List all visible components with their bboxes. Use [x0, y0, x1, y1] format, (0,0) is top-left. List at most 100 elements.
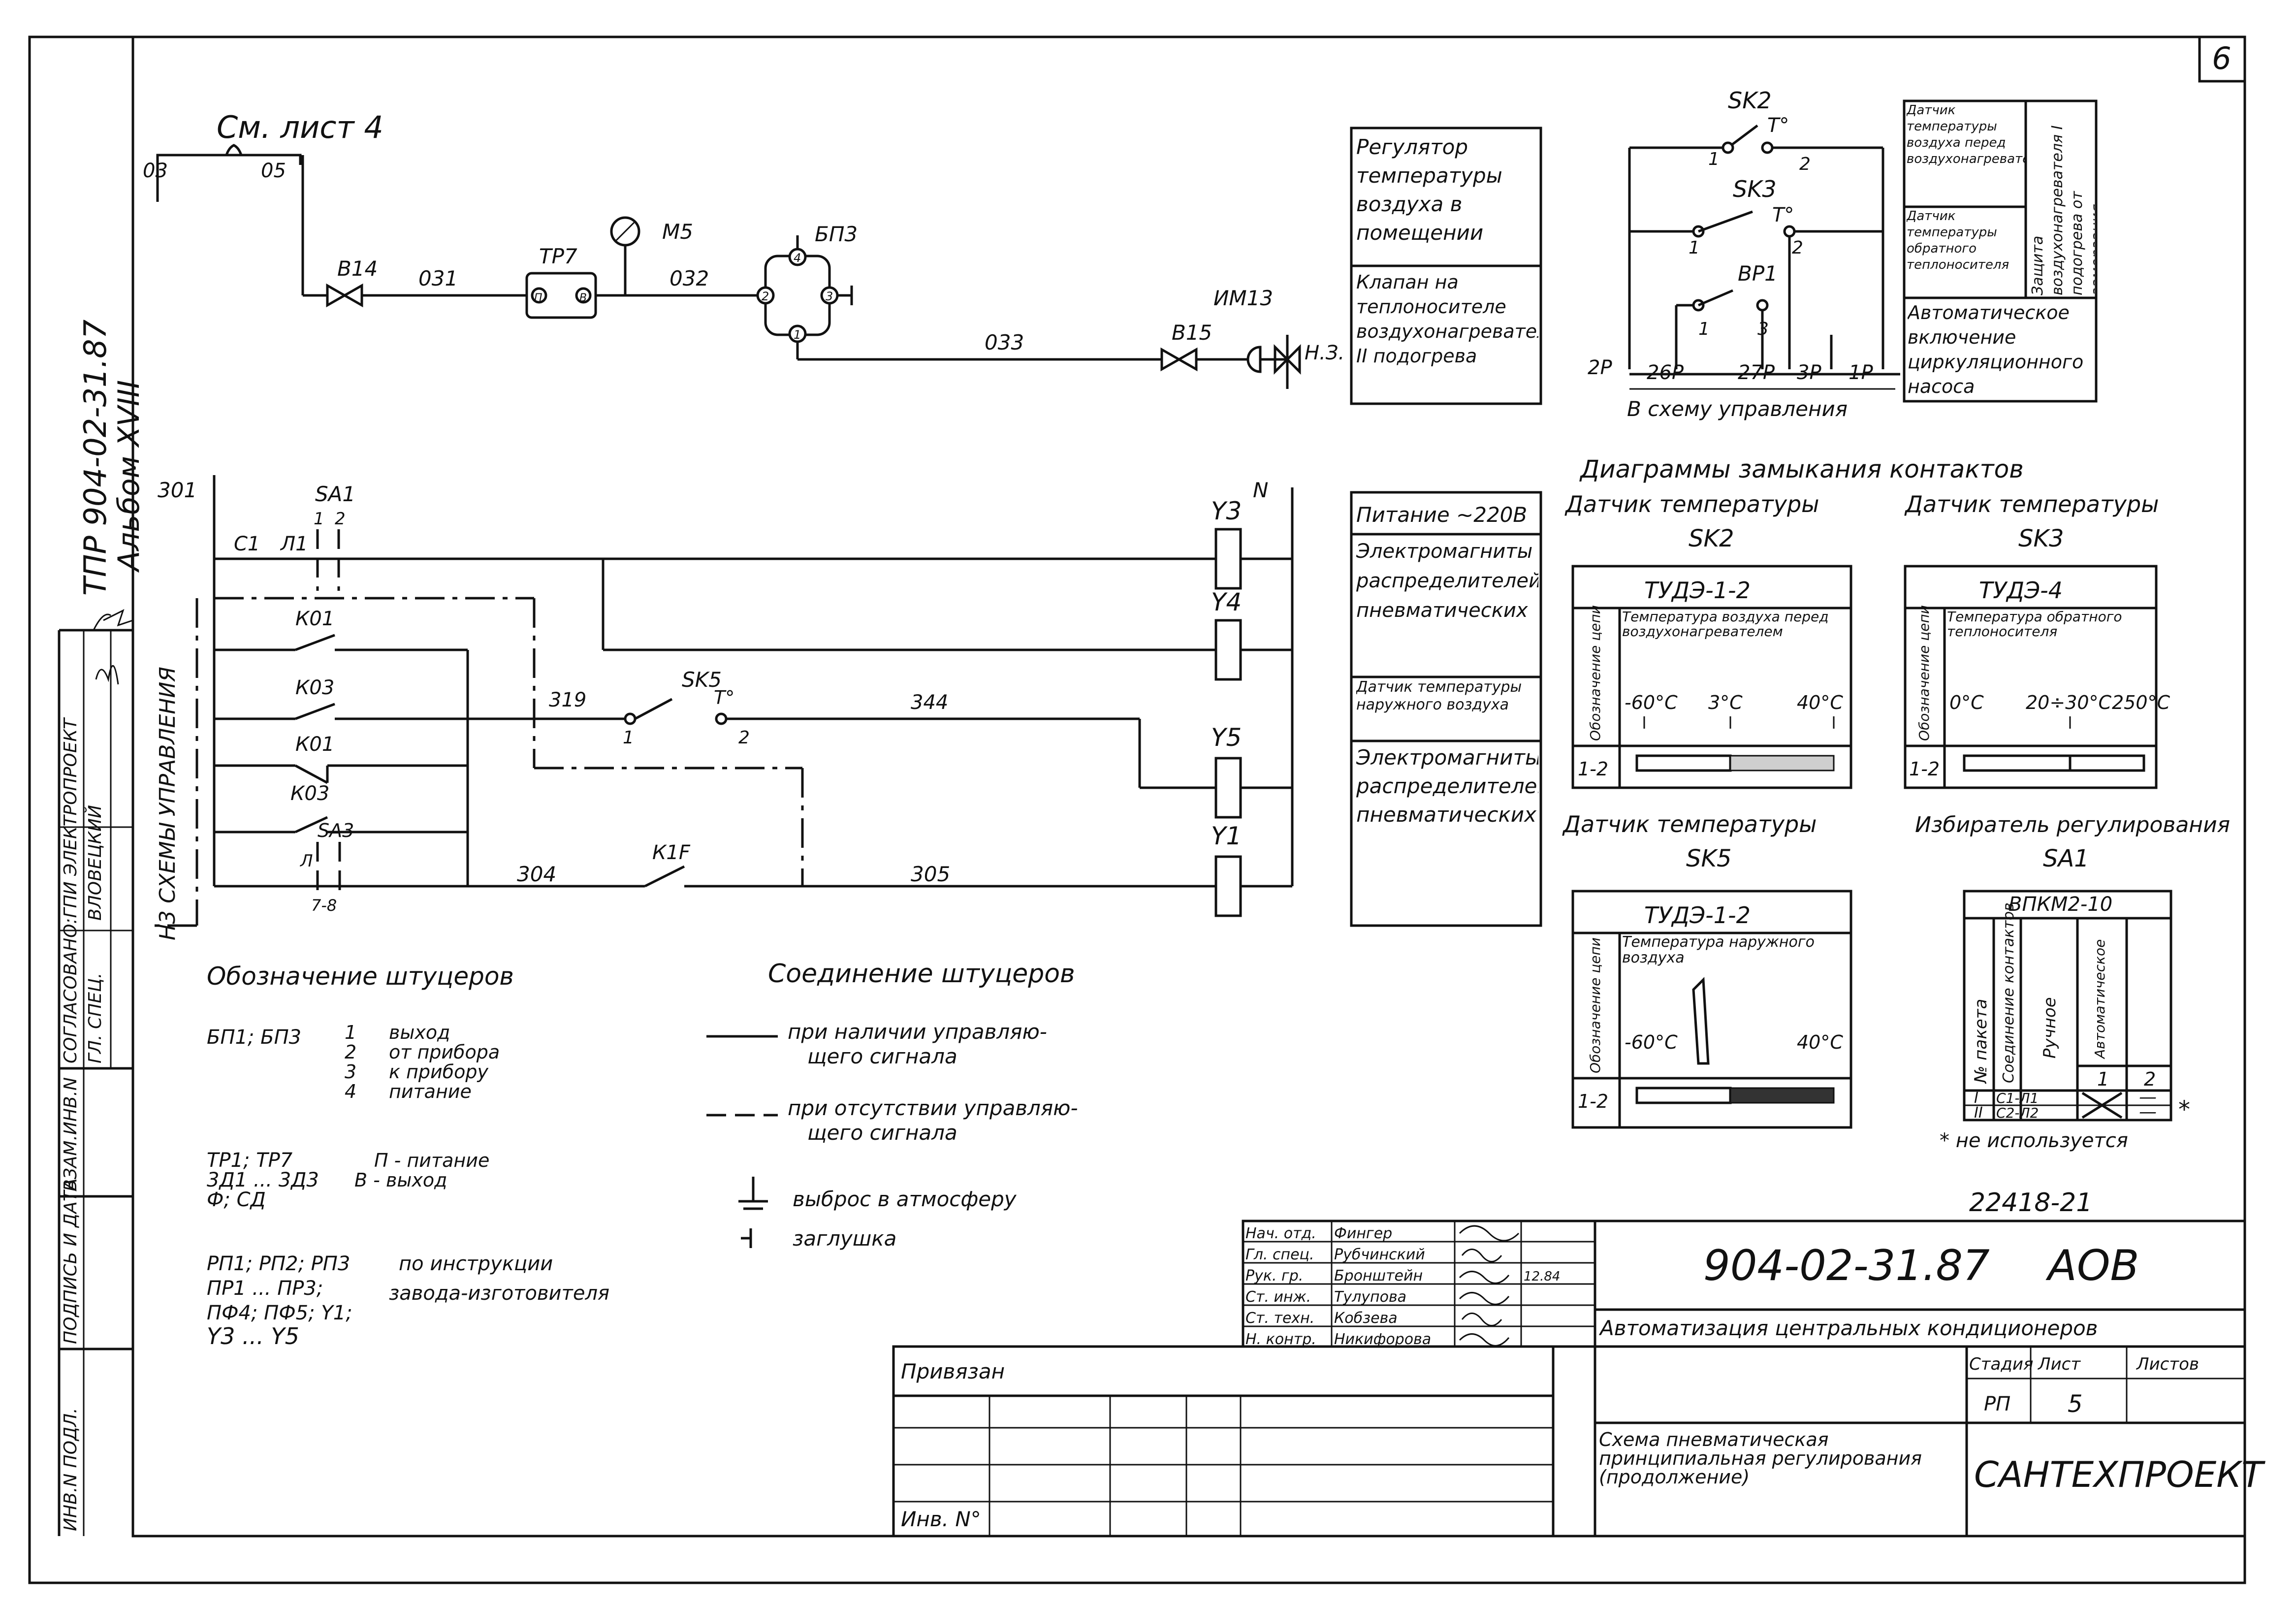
svg-text:ИНВ.N ПОДЛ.: ИНВ.N ПОДЛ.	[61, 1408, 81, 1531]
svg-text:2: 2	[335, 509, 346, 529]
svg-text:ИМ13: ИМ13	[1213, 286, 1273, 310]
coil-y3	[1214, 528, 1242, 590]
svg-text:SA1: SA1	[2043, 845, 2089, 872]
page-number: 6	[2212, 40, 2231, 76]
svg-text:Листов: Листов	[2136, 1354, 2199, 1374]
svg-text:Обозначение штуцеров: Обозначение штуцеров	[207, 962, 514, 991]
svg-text:Нач. отд.: Нач. отд.	[1245, 1225, 1316, 1242]
svg-text:40°С: 40°С	[1797, 1031, 1843, 1053]
svg-text:Стадия: Стадия	[1969, 1354, 2033, 1374]
svg-text:Питание ~220В: Питание ~220В	[1356, 503, 1527, 527]
fittings-legend: Обозначение штуцеров БП1; БП3 1 выход 2 …	[207, 962, 609, 1349]
svg-text:3Д1 ... 3Д3: 3Д1 ... 3Д3	[207, 1169, 319, 1191]
svg-text:03: 03	[143, 160, 168, 182]
sensor-switches: SK2 T° 1 2 SK3 T° 1 2 ВР1 1 3 2Р 26Р	[1588, 87, 1900, 421]
svg-text:2: 2	[1799, 154, 1811, 174]
svg-text:1: 1	[1689, 238, 1700, 258]
svg-text:ТУДЭ-4: ТУДЭ-4	[1979, 577, 2063, 604]
svg-text:питание: питание	[389, 1081, 472, 1102]
svg-text:1Р: 1Р	[1849, 361, 1873, 384]
electric-circuit: 301 N С1 Л1 SA1 1 2 Н3 СХЕМЫ УПРАВЛЕНИЯ …	[148, 475, 1294, 940]
svg-text:Автоматизация центральных конд: Автоматизация центральных кондиционеров	[1598, 1316, 2098, 1340]
svg-text:выход: выход	[389, 1022, 450, 1043]
svg-text:Никифорова: Никифорова	[1334, 1331, 1431, 1348]
svg-text:Фингер: Фингер	[1334, 1225, 1392, 1242]
title-block: Привязан Инв. N° Нач. отд. Фингер Гл. сп…	[892, 1220, 2265, 1538]
svg-text:3: 3	[1757, 319, 1769, 339]
svg-text:К03: К03	[290, 782, 329, 805]
svg-text:Диаграммы замыкания контактов: Диаграммы замыкания контактов	[1579, 455, 2024, 483]
svg-text:3: 3	[345, 1061, 356, 1083]
svg-text:Рук. гр.: Рук. гр.	[1245, 1267, 1303, 1284]
svg-text:С1: С1	[234, 533, 260, 555]
bp3-block	[764, 255, 831, 336]
approval-signature	[95, 665, 119, 685]
svg-text:032: 032	[670, 266, 709, 290]
side-code: ТПР 904-02-31.87	[77, 320, 113, 596]
svg-text:С2-Л2: С2-Л2	[1996, 1105, 2039, 1121]
svg-text:при отсутствии управляю-: при отсутствии управляю-	[788, 1096, 1078, 1120]
svg-text:3: 3	[826, 289, 833, 303]
svg-text:ТР7: ТР7	[539, 244, 577, 268]
right-sensor-table: Датчик температуры воздуха перед воздухо…	[1903, 99, 2098, 403]
svg-text:SK3: SK3	[1733, 176, 1777, 202]
svg-text:Датчик температуры: Датчик температуры	[1904, 491, 2159, 517]
svg-text:СОГЛАСОВАНО:ГПИ ЭЛЕКТРОПРОЕКТ: СОГЛАСОВАНО:ГПИ ЭЛЕКТРОПРОЕКТ	[61, 717, 81, 1063]
svg-text:РП: РП	[1984, 1393, 2010, 1415]
svg-text:К1F: К1F	[652, 841, 691, 864]
svg-text:—: —	[2139, 1087, 2157, 1107]
svg-text:Автоматическое: Автоматическое	[2092, 939, 2108, 1059]
svg-text:В: В	[579, 292, 587, 304]
svg-text:SK2: SK2	[1689, 525, 1734, 552]
svg-text:М5: М5	[662, 220, 693, 244]
svg-text:031: 031	[418, 266, 458, 290]
svg-text:2: 2	[2144, 1068, 2156, 1090]
svg-text:Датчик температуры: Датчик температуры	[1562, 811, 1817, 837]
svg-text:Обозначение цепи: Обозначение цепи	[1916, 605, 1932, 741]
svg-text:Соединение штуцеров: Соединение штуцеров	[768, 959, 1075, 989]
diagram-sk3: ТУДЭ-4 Температура обратного теплоносите…	[1904, 565, 2170, 789]
coil-y4	[1214, 619, 1242, 681]
svg-text:T°: T°	[1772, 204, 1794, 226]
svg-text:SK3: SK3	[2018, 525, 2064, 552]
svg-text:Л1: Л1	[280, 533, 308, 555]
svg-text:1: 1	[2097, 1068, 2109, 1090]
approval-strip: СОГЛАСОВАНО:ГПИ ЭЛЕКТРОПРОЕКТ ГЛ. СПЕЦ. …	[58, 613, 133, 1536]
svg-text:1: 1	[345, 1022, 356, 1043]
svg-text:Ручное: Ручное	[2040, 997, 2060, 1059]
doc-number: 22418-21	[1969, 1188, 2092, 1218]
svg-text:Рубчинский: Рубчинский	[1334, 1246, 1425, 1263]
svg-text:Лист: Лист	[2037, 1354, 2081, 1374]
svg-text:ПР1 ... ПР3;: ПР1 ... ПР3;	[207, 1277, 323, 1300]
svg-text:Ф; СД: Ф; СД	[207, 1188, 266, 1211]
svg-text:Избиратель регулирования: Избиратель регулирования	[1915, 812, 2230, 837]
svg-text:Обозначение цепи: Обозначение цепи	[1587, 605, 1603, 741]
side-album-text: Альбом XVIII	[112, 380, 146, 573]
svg-text:N: N	[1253, 478, 1268, 502]
svg-text:Н3 СХЕМЫ УПРАВЛЕНИЯ: Н3 СХЕМЫ УПРАВЛЕНИЯ	[155, 667, 180, 940]
connection-legend: Соединение штуцеров при наличии управляю…	[706, 959, 1078, 1251]
svg-text:-60°С: -60°С	[1625, 1031, 1678, 1053]
svg-text:SK5: SK5	[682, 668, 722, 692]
svg-text:Инв. N°: Инв. N°	[901, 1507, 981, 1531]
svg-text:—: —	[2139, 1102, 2157, 1122]
svg-text:7-8: 7-8	[311, 896, 337, 915]
svg-text:T°: T°	[714, 687, 734, 708]
svg-text:по инструкции: по инструкции	[399, 1252, 553, 1275]
svg-text:I: I	[1974, 1090, 1978, 1107]
svg-text:ВР1: ВР1	[1738, 261, 1778, 286]
svg-text:1: 1	[1698, 319, 1710, 339]
svg-text:2Р: 2Р	[1588, 356, 1612, 379]
svg-text:SA3: SA3	[318, 820, 354, 841]
valve-b15	[1160, 347, 1198, 372]
svg-text:Л: Л	[299, 851, 313, 871]
coil-y5	[1214, 757, 1242, 819]
svg-text:250°С: 250°С	[2112, 692, 2170, 713]
svg-text:щего сигнала: щего сигнала	[807, 1044, 957, 1068]
svg-text:завода-изготовителя: завода-изготовителя	[389, 1282, 609, 1305]
svg-text:заглушка: заглушка	[793, 1226, 896, 1251]
actuator-im13	[1246, 346, 1262, 373]
svg-text:Ст. инж.: Ст. инж.	[1245, 1288, 1311, 1306]
svg-text:Y5: Y5	[1211, 723, 1242, 752]
